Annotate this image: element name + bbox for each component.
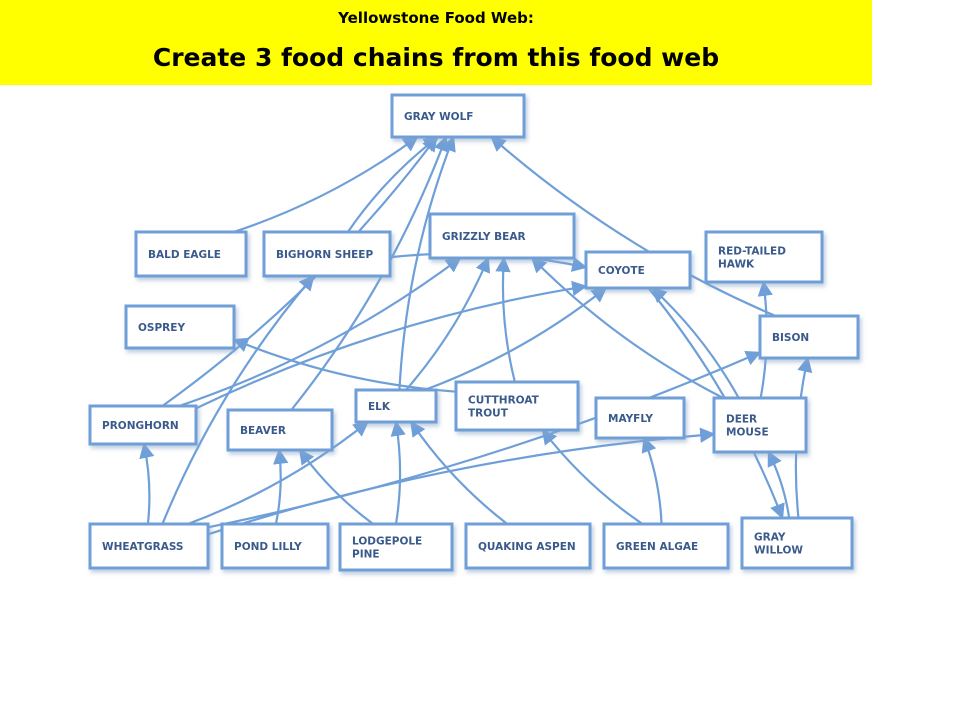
node-label: TROUT — [468, 408, 509, 420]
arrow-lodgepole-pine-to-beaver — [298, 448, 374, 525]
node-mayfly: MAYFLY — [594, 396, 686, 440]
node-box — [124, 304, 236, 350]
node-box — [88, 522, 210, 570]
node-gray-wolf: GRAY WOLF — [390, 93, 526, 139]
node-coyote: COYOTE — [584, 250, 692, 290]
node-box — [712, 396, 808, 454]
node-label: OSPREY — [138, 322, 185, 334]
node-quaking-aspen: QUAKING ASPEN — [464, 522, 592, 570]
node-box — [584, 250, 692, 290]
node-pond-lilly: POND LILLY — [220, 522, 330, 570]
node-bighorn-sheep: BIGHORN SHEEP — [262, 230, 392, 278]
node-box — [220, 522, 330, 570]
arrow-green-algae-to-cutthroat-trout — [541, 428, 644, 525]
node-box — [354, 388, 438, 424]
node-bald-eagle: BALD EAGLE — [134, 230, 248, 278]
node-green-algae: GREEN ALGAE — [602, 522, 730, 570]
node-label: BEAVER — [240, 425, 286, 437]
node-label: GREEN ALGAE — [616, 541, 698, 553]
node-label: POND LILLY — [234, 541, 302, 553]
node-pronghorn: PRONGHORN — [88, 404, 198, 446]
node-label: BALD EAGLE — [148, 249, 221, 261]
arrow-wheatgrass-to-bighorn-sheep — [161, 274, 315, 525]
node-label: QUAKING ASPEN — [478, 541, 576, 553]
node-box — [758, 314, 860, 360]
node-label: BISON — [772, 332, 809, 344]
node-label: WHEATGRASS — [102, 541, 184, 553]
node-box — [262, 230, 392, 278]
node-label: PINE — [352, 549, 380, 561]
node-elk: ELK — [354, 388, 438, 424]
node-box — [134, 230, 248, 278]
node-label: BIGHORN SHEEP — [276, 249, 373, 261]
arrow-wheatgrass-to-pronghorn — [139, 442, 155, 525]
diagram-subtitle: Yellowstone Food Web: — [338, 9, 534, 27]
arrow-elk-to-coyote — [424, 287, 608, 392]
arrow-deer-mouse-to-grizzly-bear — [530, 256, 724, 399]
arrow-lodgepole-pine-to-elk — [390, 420, 406, 525]
node-label: WILLOW — [754, 545, 803, 557]
node-label: DEER — [726, 414, 757, 426]
arrow-elk-to-grizzly-bear — [405, 256, 490, 391]
node-label: MAYFLY — [608, 413, 653, 425]
node-box — [704, 230, 824, 284]
food-web-organisms: GRAY WOLF BALD EAGLE BIGHORN SHEEP GRIZZLY … — [88, 93, 860, 572]
node-label: CUTTHROAT — [468, 395, 540, 407]
node-box — [464, 522, 592, 570]
arrow-cutthroat-trout-to-grizzly-bear — [495, 256, 516, 383]
arrow-elk-to-gray-wolf — [398, 135, 456, 391]
node-box — [594, 396, 686, 440]
node-box — [454, 380, 580, 432]
arrow-deer-mouse-to-coyote — [651, 286, 740, 399]
node-beaver: BEAVER — [226, 408, 334, 452]
arrow-pronghorn-to-grizzly-bear — [178, 257, 462, 408]
arrow-quaking-aspen-to-elk — [410, 420, 508, 525]
arrow-beaver-to-gray-wolf — [290, 135, 449, 411]
node-box — [88, 404, 198, 446]
node-label: ELK — [368, 401, 391, 413]
arrow-pronghorn-to-coyote — [195, 280, 588, 410]
node-box — [338, 522, 454, 572]
node-box — [740, 516, 854, 570]
node-label: HAWK — [718, 259, 755, 271]
arrow-gray-willow-to-deer-mouse — [767, 450, 791, 519]
node-label: PRONGHORN — [102, 420, 179, 432]
title-banner: Yellowstone Food Web: Create 3 food chai… — [0, 0, 872, 85]
node-osprey: OSPREY — [124, 304, 236, 350]
arrow-bison-to-gray-wolf — [490, 135, 777, 318]
node-label: GRAY WOLF — [404, 111, 473, 123]
food-web-arrows — [139, 135, 813, 536]
arrow-green-algae-to-mayfly — [641, 436, 663, 525]
node-grizzly-bear: GRIZZLY BEAR — [428, 212, 576, 260]
node-label: MOUSE — [726, 427, 769, 439]
node-bison: BISON — [758, 314, 860, 360]
node-box — [428, 212, 576, 260]
node-label: RED-TAILED — [718, 246, 786, 258]
node-label: GRIZZLY BEAR — [442, 231, 526, 243]
node-label: COYOTE — [598, 265, 645, 277]
node-box — [390, 93, 526, 139]
node-box — [602, 522, 730, 570]
node-wheatgrass: WHEATGRASS — [88, 522, 210, 570]
arrow-wheatgrass-to-elk — [187, 421, 369, 526]
arrow-bald-eagle-to-gray-wolf — [233, 136, 419, 234]
arrow-pond-lilly-to-beaver — [273, 448, 289, 525]
node-box — [226, 408, 334, 452]
node-label: GRAY — [754, 532, 786, 544]
node-label: LODGEPOLE — [352, 536, 422, 548]
diagram-title: Create 3 food chains from this food web — [152, 43, 720, 72]
